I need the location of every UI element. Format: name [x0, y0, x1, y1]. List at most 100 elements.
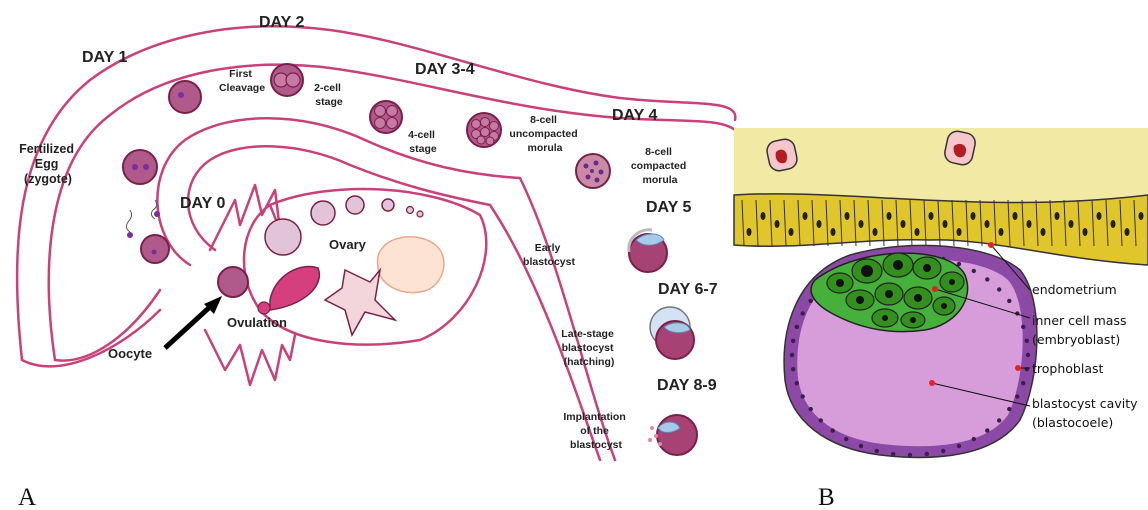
corpus-luteum: [377, 237, 443, 293]
label-4-cell-stage: 4-cell stage: [408, 129, 438, 155]
label-endometrium: endometrium: [1032, 282, 1117, 297]
panel-b-labels: endometrium inner cell mass (embryoblast…: [1032, 282, 1141, 430]
epithelial-nucleus: [761, 212, 766, 220]
label-blastocyst-cavity: blastocyst cavity (blastocoele): [1032, 396, 1141, 430]
epithelial-nucleus: [1097, 212, 1102, 220]
label-implantation: Implantation of the blastocyst: [563, 411, 628, 451]
label-8-cell-compacted: 8-cell compacted morula: [631, 146, 689, 186]
follicle-3: [382, 199, 394, 211]
follicle-1: [311, 201, 335, 225]
epithelial-nucleus: [943, 220, 948, 228]
epithelial-nucleus: [901, 220, 906, 228]
trophoblast-nucleus: [997, 287, 1001, 291]
trophoblast-nucleus: [819, 418, 823, 422]
epithelial-nucleus: [1111, 220, 1116, 228]
epithelial-nucleus: [1125, 228, 1130, 236]
epithelial-nucleus: [1013, 212, 1018, 220]
label-day-6-7: DAY 6-7: [658, 281, 718, 298]
marker-cavity: [929, 380, 935, 386]
label-day-3-4: DAY 3-4: [415, 61, 475, 78]
oocyte-cell: [218, 267, 248, 297]
fertilized-oocyte: [141, 235, 169, 263]
trophoblast-nucleus: [957, 444, 961, 448]
epithelial-nucleus: [957, 228, 962, 236]
label-day-5: DAY 5: [646, 199, 691, 216]
marker-icm: [932, 286, 938, 292]
trophoblast-nucleus: [795, 325, 799, 329]
trophoblast-nucleus: [791, 367, 795, 371]
epithelial-nucleus: [831, 228, 836, 236]
epithelial-nucleus: [817, 220, 822, 228]
label-day-1: DAY 1: [82, 49, 127, 66]
trophoblast-nucleus: [1025, 339, 1029, 343]
epithelial-nucleus: [873, 228, 878, 236]
trophoblast-nucleus: [844, 437, 848, 441]
trophoblast-nucleus: [1007, 299, 1011, 303]
pronucleus-1: [132, 164, 138, 170]
trophoblast-nucleus: [925, 452, 929, 456]
marker-endometrium: [988, 242, 994, 248]
epithelial-nucleus: [803, 212, 808, 220]
trophoblast-nucleus: [1026, 353, 1030, 357]
trophoblast-nucleus: [1021, 325, 1025, 329]
panel-b-letter: B: [818, 484, 835, 510]
label-day-4: DAY 4: [612, 107, 657, 124]
epithelial-nucleus: [1083, 228, 1088, 236]
fertilized-nucleus: [152, 250, 157, 255]
epithelial-nucleus: [1055, 212, 1060, 220]
trophoblast-nucleus: [875, 449, 879, 453]
trophoblast-nucleus: [941, 449, 945, 453]
pronucleus-2: [143, 164, 149, 170]
label-day-2: DAY 2: [259, 14, 304, 31]
epithelial-nucleus: [887, 212, 892, 220]
trophoblast-nucleus: [1021, 381, 1025, 385]
label-2-cell-stage: 2-cell stage: [314, 82, 344, 108]
trophoblast-nucleus: [795, 381, 799, 385]
zygote-cell: [123, 150, 157, 184]
trophoblast-nucleus: [831, 428, 835, 432]
fimbriae-bottom: [205, 330, 295, 385]
trophoblast-nucleus: [997, 418, 1001, 422]
trophoblast-nucleus: [985, 428, 989, 432]
epithelial-nucleus: [1069, 220, 1074, 228]
follicle-2: [346, 196, 364, 214]
follicle-large: [265, 219, 301, 255]
epithelial-nucleus: [915, 228, 920, 236]
trophoblast-nucleus: [972, 269, 976, 273]
follicle-5: [417, 211, 423, 217]
released-oocyte: [258, 302, 270, 314]
epithelial-nucleus: [747, 228, 752, 236]
marker-trophoblast: [1015, 365, 1021, 371]
trophoblast-nucleus: [859, 444, 863, 448]
epithelial-nucleus: [859, 220, 864, 228]
trophoblast-nucleus: [809, 407, 813, 411]
trophoblast-nucleus: [891, 452, 895, 456]
blastomere-2: [286, 73, 300, 87]
label-late-blastocyst: Late-stage blastocyst (hatching): [561, 328, 616, 368]
trophoblast-nucleus: [972, 437, 976, 441]
first-cleavage-cell: [169, 81, 201, 113]
sperm-icons: [126, 200, 160, 238]
trophoblast-nucleus: [791, 339, 795, 343]
label-early-blastocyst: Early blastocyst: [523, 242, 575, 268]
label-first-cleavage: First Cleavage: [219, 68, 265, 94]
label-ovulation: Ovulation: [227, 315, 287, 330]
trophoblast-nucleus: [790, 353, 794, 357]
label-trophoblast: trophoblast: [1032, 361, 1103, 376]
trophoblast-nucleus: [801, 311, 805, 315]
first-cleavage-nucleus: [178, 92, 184, 98]
trophoblast-nucleus: [1007, 407, 1011, 411]
trophoblast-nucleus: [809, 299, 813, 303]
trophoblast-nucleus: [1015, 394, 1019, 398]
label-inner-cell-mass: inner cell mass (embryoblast): [1032, 313, 1130, 347]
epithelial-nucleus: [775, 220, 780, 228]
epithelial-nucleus: [845, 212, 850, 220]
label-oocyte: Oocyte: [108, 346, 152, 361]
epithelial-nucleus: [999, 228, 1004, 236]
trophoblast-nucleus: [908, 453, 912, 457]
epithelial-nucleus: [1027, 220, 1032, 228]
implanting-blastocyst: [657, 415, 697, 455]
panel-a-letter: A: [18, 484, 36, 510]
epithelial-nucleus: [929, 212, 934, 220]
